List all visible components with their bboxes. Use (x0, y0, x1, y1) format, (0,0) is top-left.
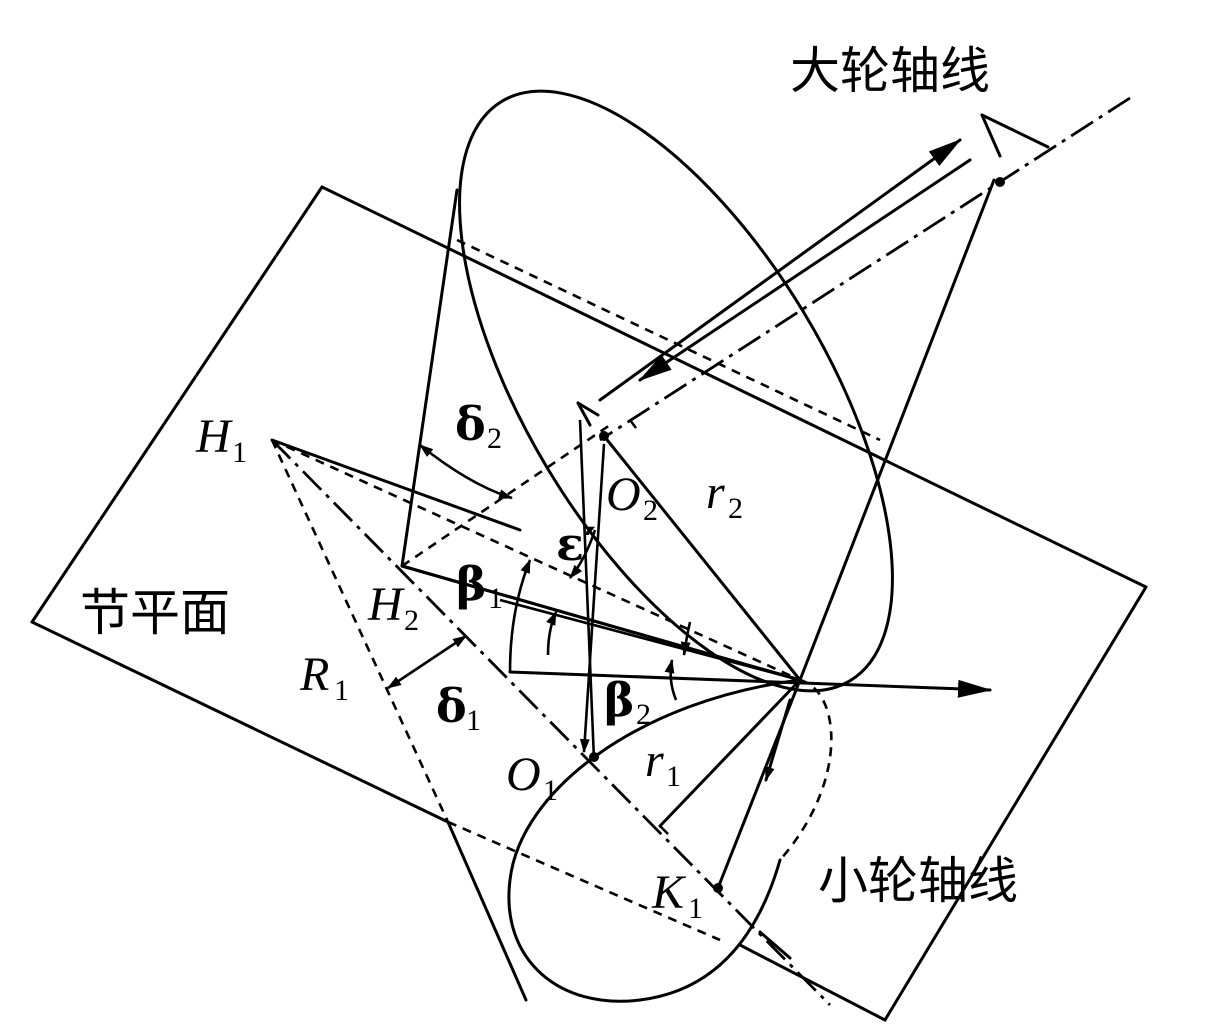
svg-text:r: r (706, 466, 725, 519)
large-gear-axis (576, 96, 1131, 442)
label-H2: H 2 (367, 578, 419, 637)
svg-text:1: 1 (466, 704, 481, 737)
label-O2: O 2 (606, 468, 658, 527)
svg-text:1: 1 (666, 760, 681, 793)
svg-text:β: β (604, 673, 635, 727)
label-epsilon: ε′ (556, 517, 596, 571)
svg-text:2: 2 (487, 422, 502, 455)
svg-text:2: 2 (728, 492, 743, 525)
label-beta1: β 1 (456, 557, 503, 615)
svg-text:H: H (367, 578, 405, 631)
pitch-plane (30, 185, 1148, 1022)
svg-text:δ: δ (436, 679, 467, 733)
svg-text:ε′: ε′ (556, 517, 596, 571)
big-axis-label: 大轮轴线 (790, 42, 990, 100)
svg-text:1: 1 (488, 582, 503, 615)
label-delta1: δ 1 (436, 679, 481, 737)
svg-text:1: 1 (543, 774, 558, 807)
small-gear-cone (270, 438, 833, 1003)
label-beta2: β 2 (604, 673, 651, 731)
small-gear-axis (271, 439, 831, 1006)
svg-text:2: 2 (636, 698, 651, 731)
angle-arcs (387, 443, 692, 701)
label-R1: R 1 (299, 648, 349, 707)
label-K1: K 1 (651, 866, 703, 925)
svg-text:1: 1 (334, 674, 349, 707)
svg-text:2: 2 (404, 604, 419, 637)
svg-text:1: 1 (688, 892, 703, 925)
label-O1: O 1 (506, 748, 558, 807)
label-H1: H 1 (195, 410, 247, 469)
svg-text:2: 2 (643, 494, 658, 527)
svg-text:δ: δ (455, 397, 486, 451)
pitch-plane-label: 节平面 (80, 584, 230, 642)
small-axis-label: 小轮轴线 (818, 852, 1018, 910)
svg-text:K: K (651, 866, 687, 919)
svg-text:1: 1 (232, 436, 247, 469)
svg-text:R: R (299, 648, 329, 701)
svg-text:β: β (456, 557, 487, 611)
svg-text:O: O (506, 748, 541, 801)
label-r1: r 1 (645, 734, 681, 793)
svg-text:r: r (645, 734, 664, 787)
label-delta2: δ 2 (455, 397, 502, 455)
svg-text:O: O (606, 468, 641, 521)
label-r2: r 2 (706, 466, 743, 525)
svg-text:H: H (195, 410, 233, 463)
